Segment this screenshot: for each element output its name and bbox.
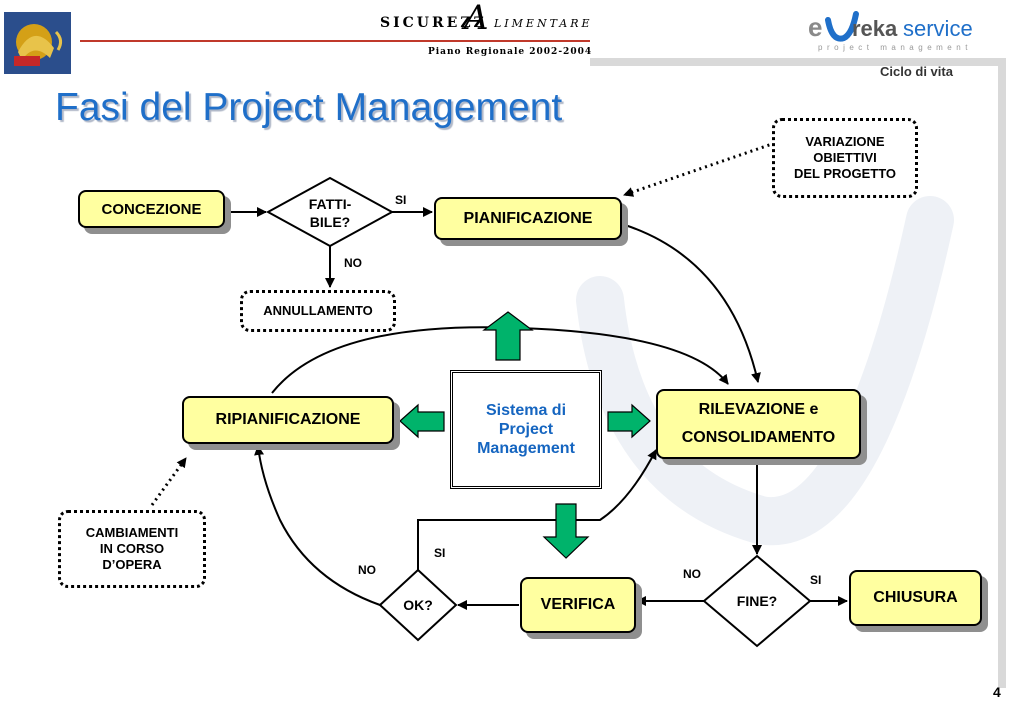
brand-script-a: A	[464, 0, 489, 38]
logo-tagline: project management	[818, 43, 972, 52]
cambiamenti-line-1: CAMBIAMENTI	[85, 525, 179, 540]
logo-reka: reka	[852, 16, 898, 41]
lion-logo	[4, 12, 71, 74]
fattibile-line-1: FATTI-	[308, 196, 352, 212]
u-mark-icon	[825, 11, 859, 42]
green-arrow-right	[607, 403, 651, 439]
fattibile-line-2: BILE?	[309, 214, 351, 230]
variazione-box: VARIAZIONE OBIETTIVI DEL PROGETTO	[772, 118, 918, 198]
conn-pianificazione-rilevazione	[624, 224, 761, 383]
conn-variazione-pianificazione	[623, 141, 776, 197]
brand-script-text: LIMENTARE	[494, 17, 593, 30]
header-right-rule	[590, 58, 1000, 66]
brand-left-text: SICUREZZ	[380, 15, 487, 31]
rilevazione-box: RILEVAZIONE e CONSOLIDAMENTO	[656, 389, 861, 459]
label-si-fine: SI	[810, 573, 822, 587]
sistema-pm-box: Sistema di Project Management	[450, 370, 602, 489]
label-no-ok: NO	[358, 563, 376, 577]
cambiamenti-line-3: D’OPERA	[102, 557, 162, 572]
sistema-line-3: Management	[477, 440, 575, 457]
rilevazione-line-1: RILEVAZIONE e	[698, 401, 819, 418]
brand-title: SICUREZZ	[380, 15, 487, 31]
brand-subtitle: Piano Regionale 2002-2004	[428, 47, 593, 57]
label-no-fattibile: NO	[344, 256, 362, 270]
rilevazione-line-2: CONSOLIDAMENTO	[681, 429, 836, 446]
section-label: Ciclo di vita	[880, 64, 953, 79]
conn-ok-rilevazione	[417, 449, 657, 570]
logo-e: e	[808, 12, 823, 42]
pianificazione-box: PIANIFICAZIONE	[434, 197, 622, 240]
fattibile-text: FATTI- BILE?	[290, 195, 370, 231]
fine-diamond	[702, 554, 812, 648]
sistema-line-1: Sistema di	[485, 402, 567, 419]
concezione-box: CONCEZIONE	[78, 190, 225, 228]
ok-text: OK?	[403, 597, 433, 613]
page-number: 4	[993, 684, 1001, 700]
variazione-line-2: OBIETTIVI	[813, 150, 877, 165]
label-si-fattibile: SI	[395, 193, 407, 207]
ripianificazione-box: RIPIANIFICAZIONE	[182, 396, 394, 444]
cambiamenti-box: CAMBIAMENTI IN CORSO D’OPERA	[58, 510, 206, 588]
header-right-vrule	[998, 58, 1006, 688]
verifica-box: VERIFICA	[520, 577, 636, 633]
eureka-logo: e reka service project management	[808, 8, 978, 53]
annullamento-box: ANNULLAMENTO	[240, 290, 396, 332]
ok-diamond	[378, 568, 458, 642]
logo-service: service	[903, 16, 973, 41]
cambiamenti-line-2: IN CORSO	[99, 541, 165, 556]
label-si-ok: SI	[434, 546, 446, 560]
variazione-line-1: VARIAZIONE	[805, 134, 885, 149]
green-arrow-up	[482, 311, 534, 361]
conn-cambiamenti-ripianificazione	[150, 457, 188, 506]
brand-divider	[80, 40, 590, 42]
sistema-line-2: Project	[498, 421, 554, 438]
conn-ok-ripianificazione	[254, 445, 381, 606]
label-no-fine: NO	[683, 567, 701, 581]
fine-text: FINE?	[736, 593, 778, 609]
green-arrow-left	[399, 403, 445, 439]
chiusura-box: CHIUSURA	[849, 570, 982, 626]
page-title: Fasi del Project Management	[55, 86, 563, 129]
variazione-line-3: DEL PROGETTO	[793, 166, 897, 181]
green-arrow-down	[542, 503, 590, 559]
